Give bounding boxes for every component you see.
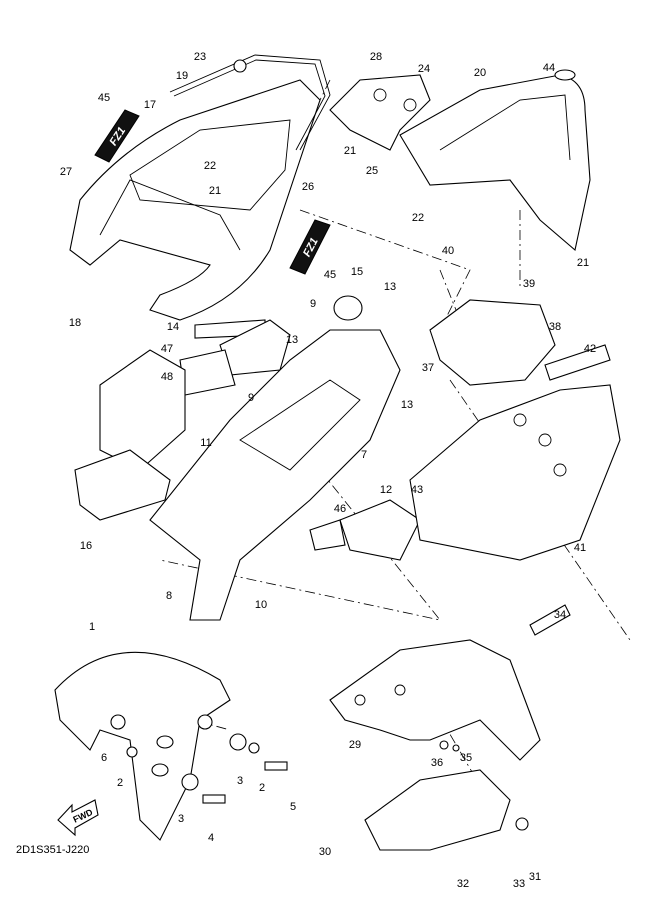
callout: 20: [474, 67, 486, 79]
reflector: [529, 604, 571, 636]
battery-case: [74, 349, 186, 521]
fz1-decal-left: FZ1: [94, 109, 140, 163]
callout: 10: [255, 599, 267, 611]
callout: 21: [344, 145, 356, 157]
fz1-decal-right: FZ1: [289, 219, 331, 275]
callout: 29: [349, 739, 361, 751]
damper: [309, 519, 346, 551]
callout: 44: [543, 62, 555, 74]
callout: 31: [529, 871, 541, 883]
callout: 6: [101, 752, 107, 764]
callout: 26: [302, 181, 314, 193]
tape: [544, 344, 611, 381]
callout: 38: [549, 321, 561, 333]
drawing-code: 2D1S351-J220: [16, 844, 89, 856]
callout: 3: [237, 775, 243, 787]
callout: 17: [144, 99, 156, 111]
callout: 40: [442, 245, 454, 257]
callout: 22: [204, 160, 216, 172]
callout: 27: [60, 166, 72, 178]
callout: 23: [194, 51, 206, 63]
pad: [179, 349, 236, 396]
nut: [439, 740, 449, 750]
grommet: [515, 817, 529, 831]
callout: 22: [412, 212, 424, 224]
callout: 9: [310, 298, 316, 310]
callout: 41: [574, 542, 586, 554]
callout: 32: [457, 878, 469, 890]
rear-side-cowl: [69, 79, 321, 321]
callout: 33: [513, 878, 525, 890]
callout: 42: [584, 343, 596, 355]
cowl-bracket: [329, 74, 431, 151]
callout: 13: [286, 334, 298, 346]
callout: 2: [259, 782, 265, 794]
callout: 7: [361, 449, 367, 461]
callout: 18: [69, 317, 81, 329]
tail-cowl: [399, 69, 591, 252]
callout: 13: [401, 399, 413, 411]
callout: 28: [370, 51, 382, 63]
seat-tray-bracket: [429, 299, 556, 386]
callout: 1: [89, 621, 95, 633]
callout: 3: [178, 813, 184, 825]
callout: 35: [460, 752, 472, 764]
callout: 30: [319, 846, 331, 858]
callout: 37: [422, 362, 434, 374]
callout: 48: [161, 371, 173, 383]
callout: 9: [248, 392, 254, 404]
rear-fender: [149, 329, 401, 621]
callout: 21: [577, 257, 589, 269]
washer: [452, 744, 460, 752]
callout: 14: [167, 321, 179, 333]
callout: 11: [200, 437, 211, 449]
callout: 25: [366, 165, 378, 177]
callout: 5: [290, 801, 296, 813]
callout: 16: [80, 540, 92, 552]
collars-and-bolts: [110, 714, 288, 804]
callout: 45: [324, 269, 336, 281]
callout: 8: [166, 590, 172, 602]
rear-inner-fender: [409, 384, 621, 561]
callout-labels: 23 28 24 44 20 19 45 17 27 22 21 21 25 2…: [60, 51, 596, 890]
grab-bar: [169, 54, 331, 151]
license-bracket: [364, 769, 511, 851]
callout: 46: [334, 503, 346, 515]
front-fender: [54, 651, 231, 841]
callout: 24: [418, 63, 430, 75]
band: [333, 295, 363, 321]
callout: 13: [384, 281, 396, 293]
callout: 21: [209, 185, 221, 197]
callout: 45: [98, 92, 110, 104]
callout: 19: [176, 70, 188, 82]
rear-mudguard: [329, 639, 541, 761]
callout: 12: [380, 484, 392, 496]
callout: 36: [431, 757, 443, 769]
callout: 2: [117, 777, 123, 789]
fwd-arrow-icon: FWD: [57, 799, 99, 837]
callout: 43: [411, 484, 423, 496]
seal: [339, 499, 421, 561]
callout: 34: [554, 609, 566, 621]
callout: 39: [523, 278, 535, 290]
callout: 47: [161, 343, 173, 355]
callout: 15: [351, 266, 363, 278]
callout: 4: [208, 832, 214, 844]
